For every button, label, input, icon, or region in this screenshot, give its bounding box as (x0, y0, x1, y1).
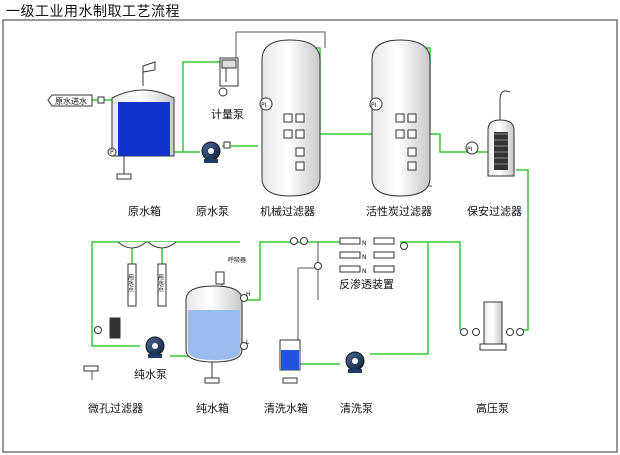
hp-pump-gauge-l-icon (516, 328, 524, 336)
pure-pump-label: 纯水泵 (134, 368, 167, 381)
raw-tank-label: 原水箱 (128, 204, 161, 218)
mech-filter-pi-gauge-icon (259, 97, 273, 111)
tap1-label: 用水点 (127, 274, 134, 293)
tap2-label: 用水点 (157, 274, 164, 293)
metering-pump-label: 计量泵 (211, 108, 244, 121)
security-filter-cartridge (494, 132, 508, 170)
high-pressure-pump: 高压泵 (460, 301, 524, 415)
breather-label: 呼吸器 (228, 257, 246, 264)
hp-pump-label: 高压泵 (476, 401, 509, 415)
svg-text:P: P (110, 149, 114, 156)
security-filter: PI 保安过滤器 (465, 90, 522, 218)
carbon-filter-label: 活性炭过滤器 (366, 204, 432, 218)
pure-tank-level-l-icon (240, 342, 248, 350)
page-title: 一级工业用水制取工艺流程 (6, 4, 180, 20)
ro-device-label: 反渗透装置 (339, 277, 394, 291)
use-points: 用水点 用水点 (117, 241, 177, 307)
hp-pump-gauge-h-icon (460, 328, 468, 336)
raw-water-inlet: 原水进水 (47, 94, 105, 107)
pure-tank-water (188, 310, 240, 360)
cleaning-water-tank: 清洗水箱 (264, 339, 308, 415)
security-filter-pi-gauge-icon (465, 141, 479, 155)
svg-text:N: N (362, 268, 367, 275)
pure-water-pump: 纯水泵 (134, 336, 167, 381)
raw-water-tank: P 原水箱 (107, 61, 175, 218)
svg-text:N: N (362, 254, 367, 261)
svg-text:PI: PI (261, 102, 267, 109)
raw-water-pump: 原水泵 (196, 141, 231, 218)
raw-pump-label: 原水泵 (196, 205, 229, 218)
raw-tank-water (118, 102, 170, 156)
svg-text:H: H (246, 291, 251, 298)
svg-text:L: L (246, 339, 250, 346)
micro-filter-gauge-icon (94, 326, 102, 334)
mechanical-filter: PI 机械过滤器 (259, 39, 321, 218)
pure-water-tank: 呼吸器 H L 纯水箱 (185, 257, 251, 415)
micro-filter-label: 微孔过滤器 (88, 401, 143, 415)
clean-pump-label: 清洗泵 (340, 402, 373, 415)
raw-tank-gauge-icon (107, 147, 117, 157)
pure-tank-level-h-icon (240, 294, 248, 302)
metering-pump: 计量泵 (211, 57, 244, 121)
metering-pump-gauge-icon (218, 87, 228, 97)
svg-text:PI: PI (371, 102, 377, 109)
svg-text:N: N (362, 240, 367, 247)
microporous-filter: 微孔过滤器 (83, 317, 143, 415)
activated-carbon-filter: PI 活性炭过滤器 (366, 39, 432, 218)
cleaning-pump: 清洗泵 (340, 351, 373, 415)
raw-water-inlet-label: 原水进水 (55, 96, 87, 106)
svg-text:PI: PI (467, 146, 473, 153)
clean-tank-label: 清洗水箱 (264, 401, 308, 415)
reverse-osmosis-device: N N N 反渗透装置 (290, 237, 408, 291)
mech-filter-label: 机械过滤器 (260, 204, 315, 218)
clean-tank-water (281, 350, 299, 370)
security-filter-label: 保安过滤器 (467, 204, 522, 218)
pure-tank-label: 纯水箱 (196, 401, 229, 415)
carbon-filter-pi-gauge-icon (369, 97, 383, 111)
diagram-border (2, 19, 618, 453)
